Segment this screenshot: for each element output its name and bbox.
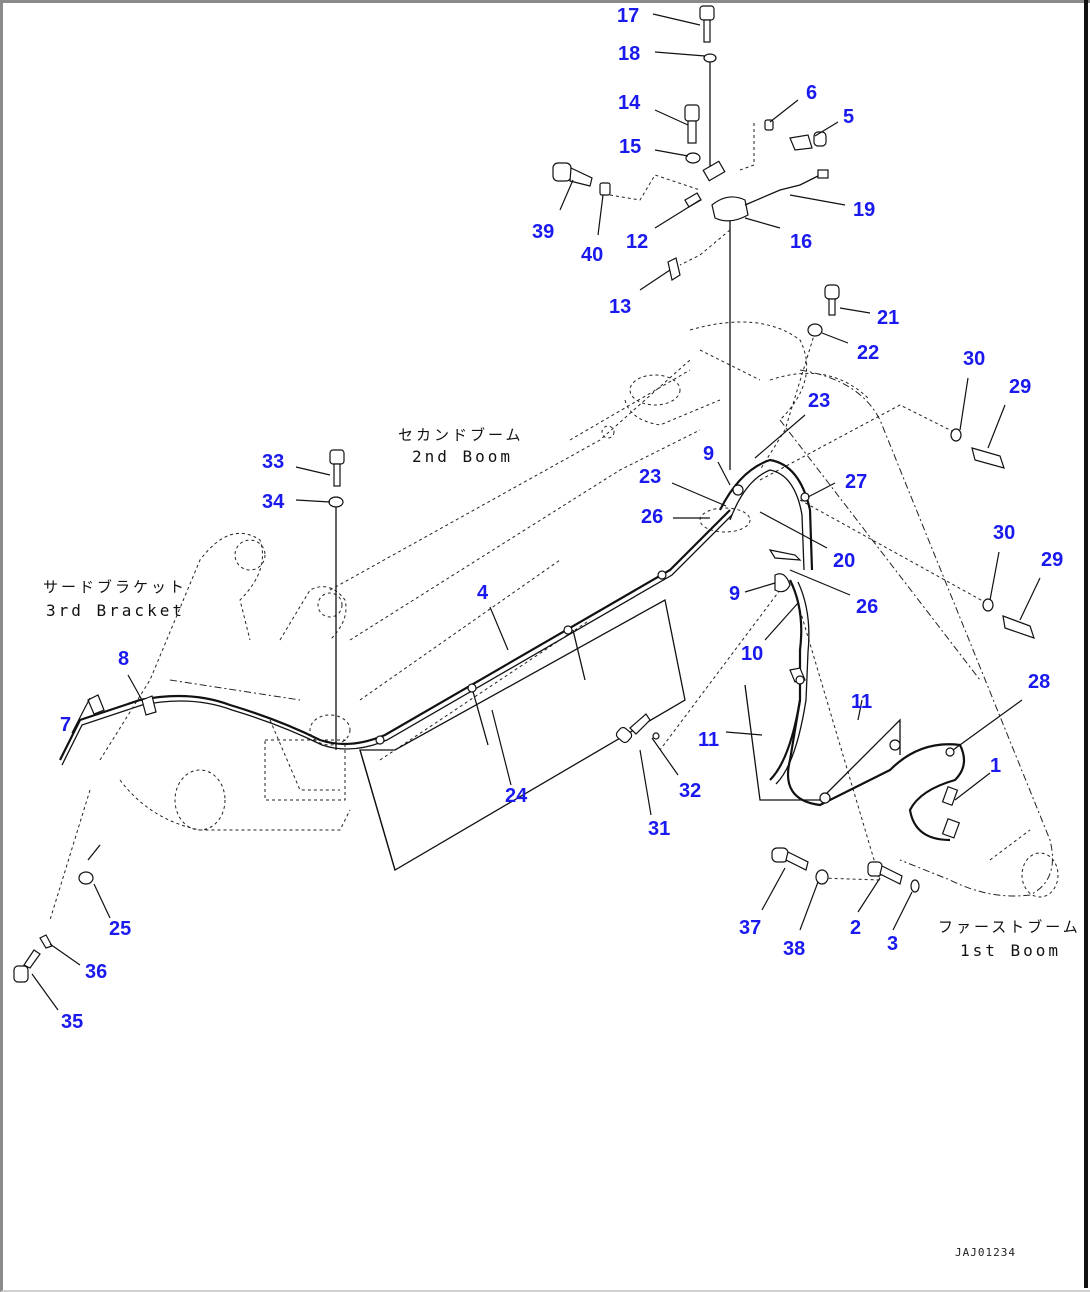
callout-6[interactable]: 6 <box>806 82 817 104</box>
first-boom-label-jp: ファーストブーム <box>938 918 1081 936</box>
callout-38[interactable]: 38 <box>783 938 805 960</box>
callout-20[interactable]: 20 <box>833 550 855 572</box>
second-boom-label-jp: セカンドブーム <box>398 426 524 444</box>
callout-30b[interactable]: 30 <box>993 522 1015 544</box>
callout-23b[interactable]: 23 <box>639 466 661 488</box>
callout-26a[interactable]: 26 <box>641 506 663 528</box>
callout-31[interactable]: 31 <box>648 818 670 840</box>
callout-37[interactable]: 37 <box>739 917 761 939</box>
first-boom-outline <box>779 369 1059 898</box>
callout-23a[interactable]: 23 <box>808 390 830 412</box>
callout-29a[interactable]: 29 <box>1009 376 1031 398</box>
second-boom-label-en: 2nd Boom <box>412 447 513 466</box>
callout-24[interactable]: 24 <box>505 785 528 807</box>
cover-plate <box>359 598 686 871</box>
callout-18[interactable]: 18 <box>618 43 640 65</box>
callout-32[interactable]: 32 <box>679 780 701 802</box>
callout-34[interactable]: 34 <box>262 491 285 513</box>
callout-36[interactable]: 36 <box>85 961 107 983</box>
callout-17[interactable]: 17 <box>617 5 639 27</box>
third-bracket-label-jp: サードブラケット <box>43 578 187 596</box>
callout-14[interactable]: 14 <box>618 92 641 114</box>
callout-28[interactable]: 28 <box>1028 671 1050 693</box>
right-border <box>1084 0 1088 1288</box>
assembly-lines <box>49 58 991 921</box>
callout-8[interactable]: 8 <box>118 648 129 670</box>
parts-group-bottom <box>13 449 920 983</box>
callout-9b[interactable]: 9 <box>729 583 740 605</box>
callout-35[interactable]: 35 <box>61 1011 83 1033</box>
third-bracket-outline <box>99 532 351 831</box>
parts-group-top <box>552 5 1035 639</box>
callout-12[interactable]: 12 <box>626 231 648 253</box>
drawing-code: JAJ01234 <box>955 1246 1016 1259</box>
callout-10[interactable]: 10 <box>741 643 763 665</box>
callout-3[interactable]: 3 <box>887 933 898 955</box>
callout-1[interactable]: 1 <box>990 755 1001 777</box>
callout-2[interactable]: 2 <box>850 917 861 939</box>
callout-40[interactable]: 40 <box>581 244 603 266</box>
callout-19[interactable]: 19 <box>853 199 875 221</box>
callout-26b[interactable]: 26 <box>856 596 878 618</box>
callout-25[interactable]: 25 <box>109 918 131 940</box>
callout-22[interactable]: 22 <box>857 342 879 364</box>
callout-11a[interactable]: 11 <box>698 729 719 751</box>
callout-13[interactable]: 13 <box>609 296 631 318</box>
callout-11b[interactable]: 11 <box>851 691 872 713</box>
callout-33[interactable]: 33 <box>262 451 284 473</box>
callout-9a[interactable]: 9 <box>703 443 714 465</box>
callout-27[interactable]: 27 <box>845 471 867 493</box>
callout-29b[interactable]: 29 <box>1041 549 1063 571</box>
second-boom-outline <box>329 321 871 761</box>
leader-lines <box>31 13 1041 1011</box>
callout-15[interactable]: 15 <box>619 136 641 158</box>
third-bracket-label-en: 3rd Bracket <box>46 601 185 620</box>
callout-39[interactable]: 39 <box>532 221 554 243</box>
callout-4[interactable]: 4 <box>477 582 489 604</box>
callout-21[interactable]: 21 <box>877 307 899 329</box>
first-boom-label-en: 1st Boom <box>960 941 1061 960</box>
callout-16[interactable]: 16 <box>790 231 812 253</box>
parts-group-lower <box>744 675 966 842</box>
callout-7[interactable]: 7 <box>60 714 71 736</box>
callout-5[interactable]: 5 <box>843 106 854 128</box>
callout-30a[interactable]: 30 <box>963 348 985 370</box>
